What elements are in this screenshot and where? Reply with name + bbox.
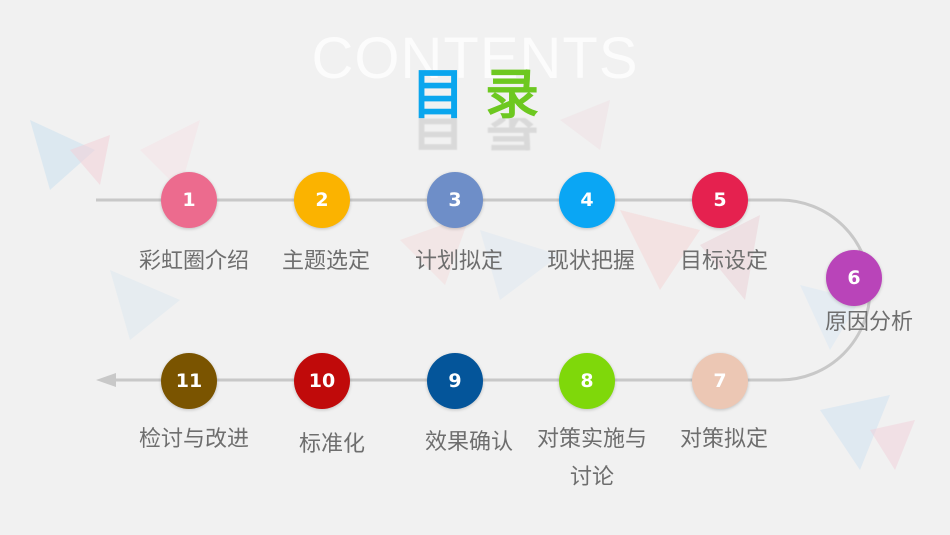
step-label-7: 对策拟定 xyxy=(679,427,768,452)
track-arrow-head xyxy=(96,373,116,387)
step-node-11[interactable]: 11 xyxy=(161,353,217,409)
step-number-1: 1 xyxy=(182,189,196,211)
step-number-8: 8 xyxy=(580,370,594,392)
step-number-10: 10 xyxy=(308,370,336,392)
step-node-5[interactable]: 5 xyxy=(692,172,748,228)
step-node-4[interactable]: 4 xyxy=(559,172,615,228)
step-node-10[interactable]: 10 xyxy=(294,353,350,409)
title-char-2: 录 xyxy=(485,63,539,126)
step-label-2: 主题选定 xyxy=(281,249,370,274)
step-number-7: 7 xyxy=(713,370,727,392)
step-number-6: 6 xyxy=(847,267,861,289)
step-number-3: 3 xyxy=(448,189,462,211)
step-label-6: 原因分析 xyxy=(824,310,913,335)
step-label-8: 对策实施与讨论 xyxy=(536,427,647,490)
step-node-9[interactable]: 9 xyxy=(427,353,483,409)
step-label-1: 彩虹圈介绍 xyxy=(138,249,249,274)
step-node-3[interactable]: 3 xyxy=(427,172,483,228)
step-label-10: 标准化 xyxy=(298,432,365,457)
step-node-8[interactable]: 8 xyxy=(559,353,615,409)
contents-watermark: CONTENTS xyxy=(311,26,639,91)
step-label-4: 现状把握 xyxy=(546,249,635,274)
step-number-11: 11 xyxy=(175,370,203,392)
title-char-1: 目 xyxy=(411,63,465,126)
step-label-5: 目标设定 xyxy=(679,249,768,274)
step-number-2: 2 xyxy=(315,189,329,211)
step-node-2[interactable]: 2 xyxy=(294,172,350,228)
step-label-3: 计划拟定 xyxy=(414,249,503,274)
track-line xyxy=(96,198,872,382)
step-node-1[interactable]: 1 xyxy=(161,172,217,228)
step-number-5: 5 xyxy=(713,189,727,211)
step-label-11: 检讨与改进 xyxy=(138,427,249,452)
step-number-4: 4 xyxy=(580,189,594,211)
step-node-6[interactable]: 6 xyxy=(826,250,882,306)
page-title: 目录 xyxy=(0,68,950,122)
step-node-7[interactable]: 7 xyxy=(692,353,748,409)
step-label-9: 效果确认 xyxy=(424,430,513,455)
step-number-9: 9 xyxy=(448,370,462,392)
